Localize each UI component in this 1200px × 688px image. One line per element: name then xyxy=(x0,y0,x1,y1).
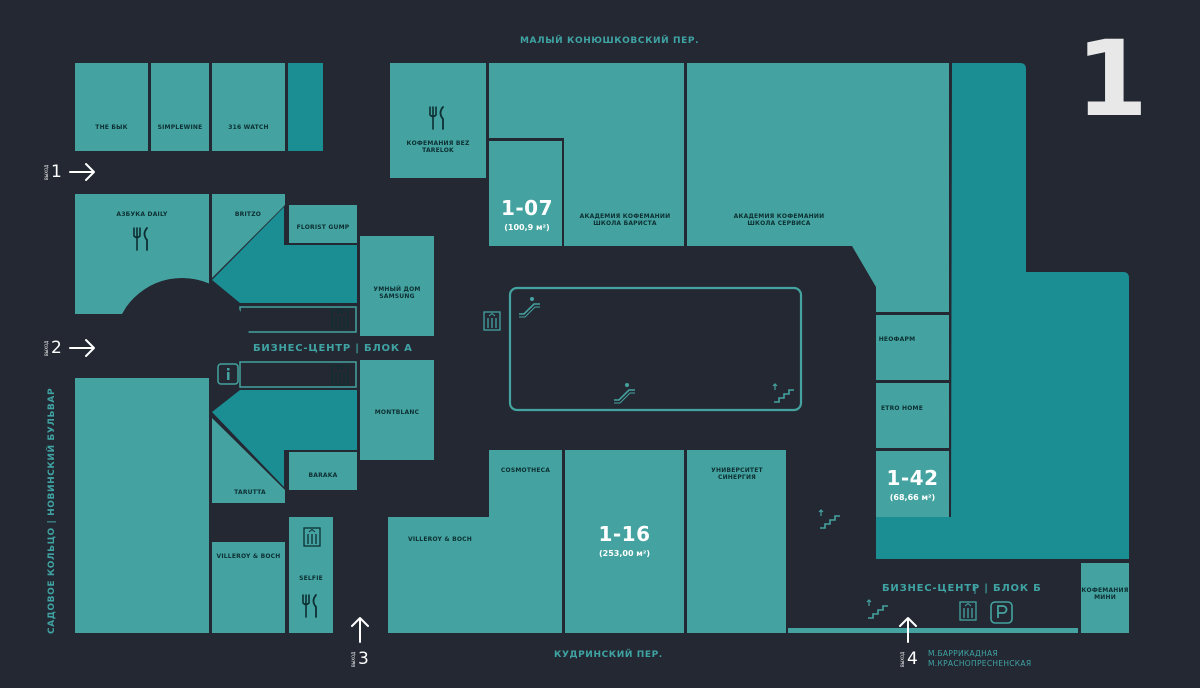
store-label: АЗБУКА DAILY xyxy=(116,211,168,218)
store-baraka[interactable] xyxy=(289,452,357,490)
street-top: МАЛЫЙ КОНЮШКОВСКИЙ ПЕР. xyxy=(520,36,700,46)
store-bottom-small-right xyxy=(788,628,1078,633)
elevator-icon xyxy=(483,311,501,331)
store-tarutta[interactable] xyxy=(212,418,285,503)
unit-1-07[interactable] xyxy=(489,141,562,246)
stairs-icon xyxy=(772,383,795,403)
store-label: MONTBLANC xyxy=(374,409,420,416)
unit-1-42[interactable] xyxy=(876,451,949,517)
store-label: SELFIE xyxy=(299,575,323,582)
store-smart-home-samsung[interactable] xyxy=(360,236,434,336)
bc-a-block: БЛОК А xyxy=(364,343,413,354)
bc-b-block: БЛОК Б xyxy=(993,583,1042,594)
store-academy-barista[interactable] xyxy=(489,63,684,246)
bc-a-name: БИЗНЕС-ЦЕНТР xyxy=(253,343,352,354)
store-label: VILLEROY & BOCH xyxy=(216,553,281,560)
unit-area: (68,66 м²) xyxy=(889,493,936,502)
store-316-watch[interactable] xyxy=(212,63,285,151)
store-etro-home[interactable] xyxy=(876,383,949,448)
exit-word-4: ВЫХОД xyxy=(900,651,905,667)
store-neofarm[interactable] xyxy=(876,315,949,380)
exit-4: 4 xyxy=(907,649,918,669)
corridor-upper xyxy=(212,207,357,303)
exit-word-2: ВЫХОД xyxy=(44,340,49,356)
unit-1-42-label: 1-42 (68,66 м²) xyxy=(876,466,949,502)
store-kofemania-mini[interactable] xyxy=(1081,563,1129,633)
unit-1-16-label: 1-16 (253,00 м²) xyxy=(565,522,684,558)
store-label: УМНЫЙ ДОМ SAMSUNG xyxy=(373,286,421,300)
exit-2: 2 xyxy=(51,338,62,358)
store-right-large[interactable] xyxy=(876,63,1129,559)
exit-arrow-icon xyxy=(351,617,369,643)
street-left: САДОВОЕ КОЛЬЦО | НОВИНСКИЙ БУЛЬВАР xyxy=(47,387,57,634)
store-selfie[interactable] xyxy=(289,517,333,633)
escalator-icon xyxy=(518,296,541,318)
store-label: КОФЕМАНИЯ BEZ TARELOK xyxy=(406,140,470,154)
exit-word-3: ВЫХОД xyxy=(351,651,356,667)
store-villeroy-left[interactable] xyxy=(212,542,285,633)
corridor-lower xyxy=(212,390,357,487)
store-label: COSMOTHECA xyxy=(500,467,551,474)
store-label: ETRO HOME xyxy=(881,405,923,412)
store-academy-service[interactable] xyxy=(687,63,949,246)
unit-area: (100,9 м²) xyxy=(504,223,550,232)
store-label: НЕОФАРМ xyxy=(878,336,916,343)
store-britzo[interactable] xyxy=(212,194,285,278)
unit-1-07-label: 1-07 (100,9 м²) xyxy=(489,196,565,232)
store-simplewine[interactable] xyxy=(151,63,209,151)
floor-number: 1 xyxy=(1075,18,1148,140)
business-center-b: БИЗНЕС-ЦЕНТР | БЛОК Б xyxy=(882,583,1042,594)
store-label: АКАДЕМИЯ КОФЕМАНИИ ШКОЛА СЕРВИСА xyxy=(733,213,825,227)
store-left-large[interactable] xyxy=(75,378,209,633)
exit-1: 1 xyxy=(51,162,62,182)
metro-krasnopresnenskaya: М.КРАСНОПРЕСНЕНСКАЯ xyxy=(928,659,1032,669)
parking-icon xyxy=(990,601,1013,624)
store-kofemania-bez-tarelok[interactable] xyxy=(390,63,486,178)
store-label: FLORIST GUMP xyxy=(296,224,350,231)
unit-number: 1-07 xyxy=(500,196,554,220)
stairs-icon xyxy=(866,599,889,619)
store-label: КОФЕМАНИЯ МИНИ xyxy=(1081,587,1129,601)
metro-barrikadnaya: М.БАРРИКАДНАЯ xyxy=(928,649,998,658)
store-academy-service-ext xyxy=(852,246,949,312)
central-atrium xyxy=(508,286,803,412)
unit-number: 1-42 xyxy=(886,466,939,490)
store-label: SIMPLEWINE xyxy=(157,124,203,131)
bc-b-name: БИЗНЕС-ЦЕНТР xyxy=(882,583,981,594)
store-montblanc[interactable] xyxy=(360,360,434,460)
store-label: BRITZO xyxy=(234,211,262,218)
exit-word-1: ВЫХОД xyxy=(44,164,49,180)
store-university[interactable] xyxy=(687,450,786,633)
unit-1-16[interactable] xyxy=(565,450,684,633)
store-label: BARAKA xyxy=(308,472,338,479)
metro-stations: М.БАРРИКАДНАЯ М.КРАСНОПРЕСНЕНСКАЯ xyxy=(928,649,1031,669)
unit-number: 1-16 xyxy=(598,522,651,546)
store-label: 316 WATCH xyxy=(228,124,269,131)
elevator-icon xyxy=(959,601,977,621)
store-label: VILLEROY & BOCH xyxy=(408,536,472,543)
store-label: УНИВЕРСИТЕТ СИНЕРГИЯ xyxy=(711,467,763,481)
stairs-icon xyxy=(818,509,841,529)
street-bottom: КУДРИНСКИЙ ПЕР. xyxy=(554,650,663,660)
store-label: THE БЫК xyxy=(95,124,128,131)
info-icon xyxy=(217,363,239,385)
store-florist-gump[interactable] xyxy=(289,205,357,243)
store-label: АКАДЕМИЯ КОФЕМАНИИ ШКОЛА БАРИСТА xyxy=(579,213,671,227)
exit-3: 3 xyxy=(358,649,369,669)
unit-area: (253,00 м²) xyxy=(598,549,650,558)
store-the-byk[interactable] xyxy=(75,63,148,151)
store-label: TARUTTA xyxy=(234,489,266,496)
escalator-icon xyxy=(613,382,636,404)
exit-arrow-icon xyxy=(69,339,95,357)
exit-arrow-icon xyxy=(69,163,95,181)
store-unlabeled-top-left[interactable] xyxy=(288,63,323,151)
store-cosmotheca[interactable] xyxy=(489,450,562,560)
business-center-a: БИЗНЕС-ЦЕНТР | БЛОК А xyxy=(253,343,413,354)
